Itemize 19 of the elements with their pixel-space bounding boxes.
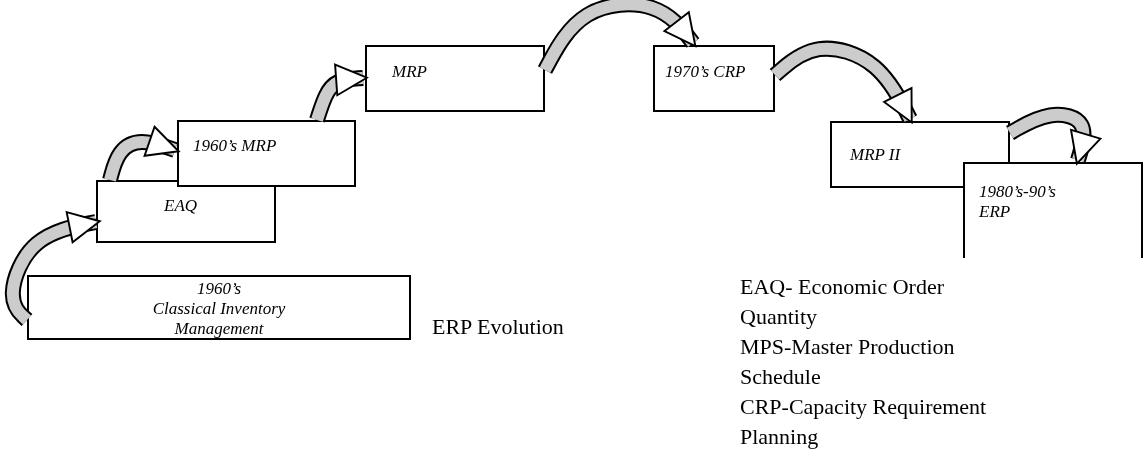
stage-box xyxy=(365,45,545,112)
stage-label: 1960’s xyxy=(195,279,243,299)
stage-label: 1960’s MRP xyxy=(193,136,277,156)
evolution-label: ERP Evolution xyxy=(432,313,565,341)
stage-label: 1970’s CRP xyxy=(665,62,746,82)
stage-label: MRP II xyxy=(850,145,901,165)
stage-label: MRP xyxy=(392,62,427,82)
stage-box xyxy=(653,45,775,112)
stage-box xyxy=(96,180,276,243)
abbreviation-note: CRP-Capacity Requirement Planning xyxy=(740,393,988,451)
stage-box xyxy=(177,120,356,187)
stage-label: EAQ xyxy=(164,196,198,216)
stage-label: Classical Inventory Management xyxy=(151,299,287,339)
stage-box xyxy=(830,121,1010,188)
abbreviation-note: MPS-Master Production Schedule xyxy=(740,333,956,391)
stage-label: 1980’s-90’s ERP xyxy=(979,182,1057,222)
stage-box xyxy=(27,275,411,340)
stage-box xyxy=(963,162,1143,258)
abbreviation-note: EAQ- Economic Order Quantity xyxy=(740,273,946,331)
